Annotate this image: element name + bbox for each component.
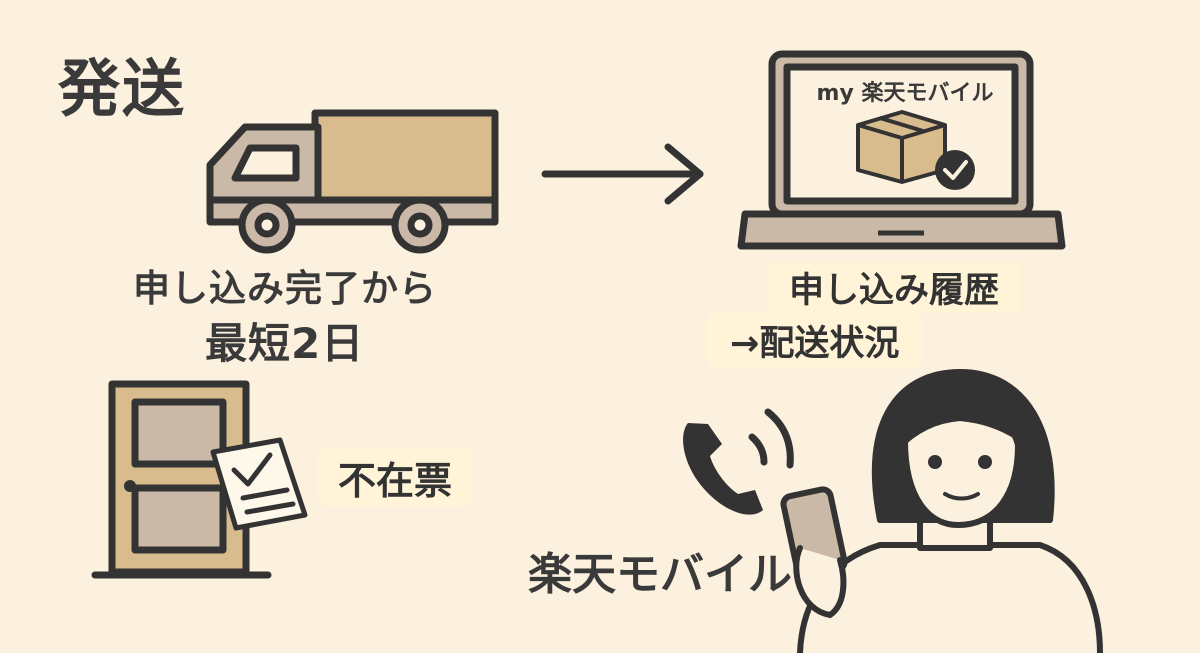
delivery-status-text: →配送状況 bbox=[730, 323, 900, 364]
woman-on-phone-icon bbox=[780, 369, 1103, 653]
box-icon bbox=[856, 110, 947, 184]
absence-notice-text: 不在票 bbox=[338, 458, 453, 503]
shipping-time-line2: 最短2日 bbox=[205, 319, 365, 368]
arrow-right-icon bbox=[541, 143, 704, 205]
notice-slip-icon bbox=[210, 437, 308, 531]
truck-icon bbox=[206, 109, 499, 254]
laptop-screen-text: my 楽天モバイル bbox=[816, 81, 994, 106]
absence-notice-label: 不在票 bbox=[318, 447, 473, 507]
phone-ringing-icon bbox=[683, 408, 794, 515]
door-icon bbox=[91, 380, 272, 579]
page-title: 発送 bbox=[58, 52, 187, 125]
history-label: 申し込み履歴 bbox=[767, 262, 1022, 312]
history-label-text: 申し込み履歴 bbox=[789, 270, 1000, 311]
shipping-time-line1: 申し込み完了から bbox=[133, 267, 437, 310]
rakuten-mobile-call-label: 楽天モバイル bbox=[528, 549, 792, 600]
check-icon bbox=[935, 150, 975, 190]
delivery-status-label: →配送状況 bbox=[706, 312, 924, 368]
